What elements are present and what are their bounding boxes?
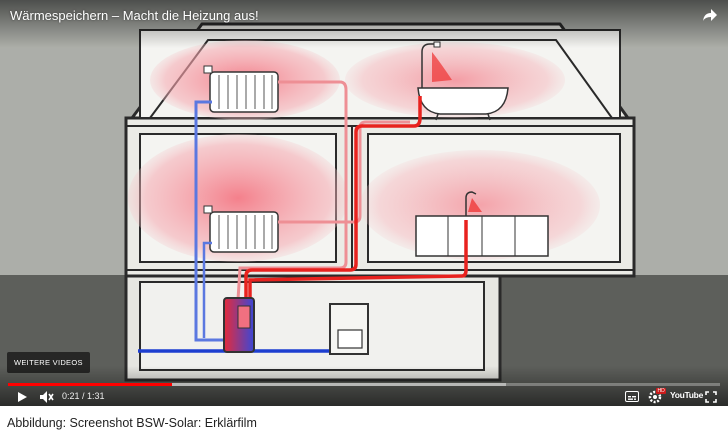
- time-separator: /: [79, 391, 88, 401]
- mute-icon[interactable]: [39, 390, 54, 404]
- kitchen-counter: [415, 191, 549, 257]
- cold-pipe-riser: [194, 100, 226, 342]
- subtitles-icon[interactable]: [625, 391, 639, 402]
- video-frame: [0, 22, 728, 406]
- top-gradient: [0, 0, 728, 48]
- time-display: 0:21 / 1:31: [62, 391, 105, 401]
- warm-glow-room-left: [128, 134, 348, 262]
- fullscreen-icon[interactable]: [705, 391, 717, 403]
- settings-icon[interactable]: [648, 389, 664, 404]
- hot-pipe-bath: [244, 96, 422, 300]
- radiator-lower: [203, 205, 279, 253]
- youtube-logo-text: YouTube: [670, 390, 703, 400]
- play-icon[interactable]: [16, 391, 28, 403]
- warm-pipe-upper: [236, 80, 348, 301]
- radiator-upper: [203, 65, 279, 113]
- video-title[interactable]: Wärmespeichern – Macht die Heizung aus!: [10, 8, 259, 23]
- progress-loaded: [8, 383, 507, 386]
- time-current: 0:21: [62, 391, 80, 401]
- bottom-gradient: [0, 366, 728, 406]
- cellar-room: [139, 281, 485, 371]
- warm-glow-attic-right: [345, 42, 565, 118]
- heat-storage-tank: [223, 297, 255, 353]
- hot-pipe-kitchen: [248, 220, 468, 300]
- progress-played: [8, 383, 172, 386]
- figure-caption: Abbildung: Screenshot BSW-Solar: Erklärf…: [7, 416, 257, 430]
- hd-badge: HD: [656, 388, 667, 394]
- youtube-logo[interactable]: YouTube: [670, 390, 703, 401]
- time-total: 1:31: [87, 391, 105, 401]
- video-player[interactable]: Wärmespeichern – Macht die Heizung aus! …: [0, 0, 728, 406]
- boiler-unit: [329, 303, 369, 355]
- share-icon[interactable]: [702, 8, 718, 22]
- progress-bar[interactable]: [8, 383, 720, 386]
- cold-pipe-upper: [202, 241, 212, 338]
